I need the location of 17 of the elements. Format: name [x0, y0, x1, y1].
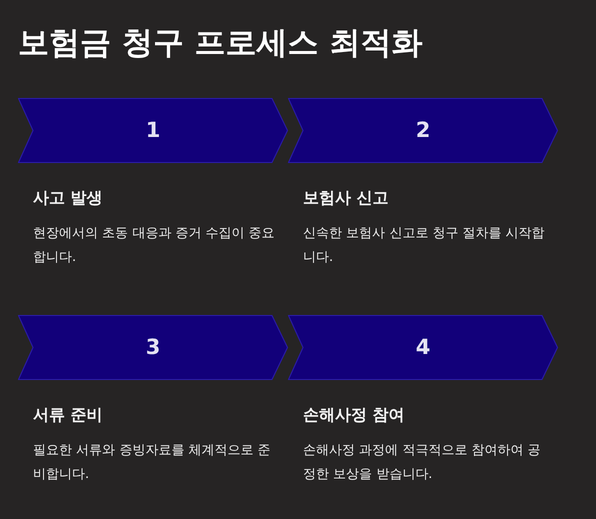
step-description: 신속한 보험사 신고로 청구 절차를 시작합니다. — [303, 225, 546, 267]
step-heading: 손해사정 참여 — [303, 405, 405, 426]
step-heading: 사고 발생 — [33, 188, 103, 209]
chevron-step — [18, 315, 288, 380]
step-number: 1 — [144, 117, 162, 144]
step-heading: 보험사 신고 — [303, 188, 389, 209]
chevron-step — [288, 98, 558, 163]
step-number: 2 — [414, 117, 432, 144]
step-description: 필요한 서류와 증빙자료를 체계적으로 준비합니다. — [33, 442, 272, 484]
step-description: 손해사정 과정에 적극적으로 참여하여 공정한 보상을 받습니다. — [303, 442, 542, 484]
step-number: 3 — [144, 334, 162, 361]
step-heading: 서류 준비 — [33, 405, 103, 426]
chevron-step — [18, 98, 288, 163]
step-number: 4 — [414, 334, 432, 361]
step-description: 현장에서의 초동 대응과 증거 수집이 중요합니다. — [33, 225, 276, 267]
chevron-step — [288, 315, 558, 380]
title: 보험금 청구 프로세스 최적화 — [18, 24, 422, 63]
